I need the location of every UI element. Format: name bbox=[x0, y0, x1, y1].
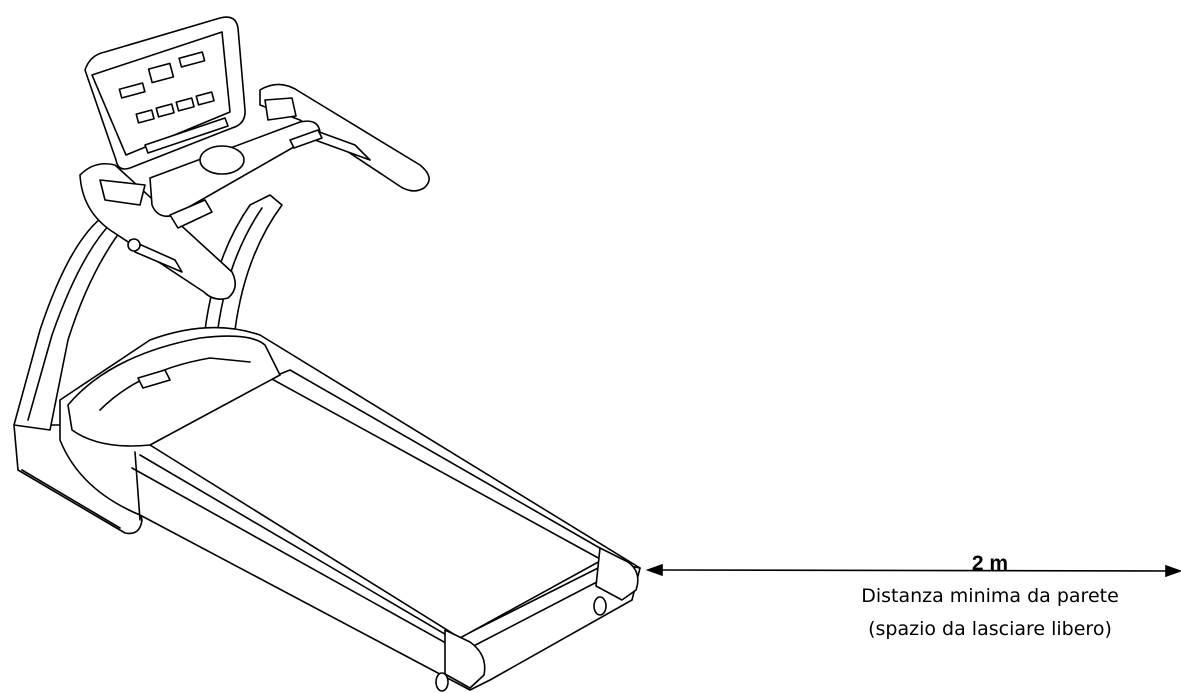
treadmill-illustration bbox=[13, 16, 641, 692]
arrowhead-left-icon bbox=[645, 563, 663, 577]
motor-hood bbox=[67, 335, 281, 447]
rear-wheel-right bbox=[593, 596, 607, 616]
console-display-left bbox=[118, 82, 146, 99]
dimension-value: 2 m bbox=[971, 552, 1009, 575]
arrowhead-right-icon bbox=[1165, 564, 1181, 578]
right-handrail bbox=[259, 83, 430, 192]
rear-cap-right bbox=[595, 547, 639, 601]
console-display-right bbox=[178, 51, 206, 68]
console-display-main bbox=[147, 62, 175, 84]
dimension-caption-line2: (spazio da lasciare libero) bbox=[868, 618, 1112, 640]
dimension-caption-line1: Distanza minima da parete bbox=[861, 585, 1119, 607]
rear-cap-left bbox=[444, 629, 486, 689]
rear-wheel-left bbox=[435, 672, 449, 692]
dimension-arrow bbox=[645, 563, 1181, 578]
control-dial bbox=[199, 145, 245, 175]
